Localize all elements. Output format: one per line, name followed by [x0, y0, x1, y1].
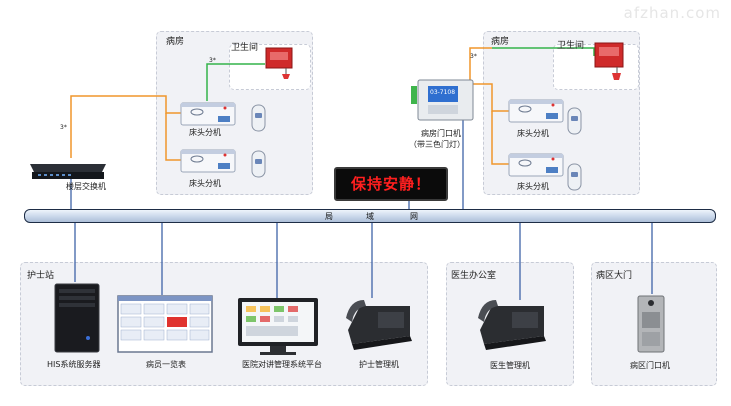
device-label: 医院对讲管理系统平台 [242, 360, 322, 369]
bed-unit-icon [180, 102, 236, 126]
ward-gate-unit-icon [637, 295, 665, 353]
bed-unit-label: 床头分机 [517, 129, 549, 138]
bed-unit-icon [508, 99, 564, 123]
device-label: 医生管理机 [490, 361, 530, 370]
bed-unit-label: 床头分机 [189, 128, 221, 137]
ward-right-bathroom-title: 卫生间 [557, 41, 585, 51]
nurse-console-icon [346, 300, 412, 350]
call-handset-icon [251, 150, 266, 178]
doctor-office-title: 医生办公室 [451, 271, 497, 281]
lan-bus-label-char: 域 [366, 212, 374, 221]
bus-drops [70, 120, 653, 300]
bed-unit-icon [180, 149, 236, 173]
patient-overview-board-icon [117, 295, 213, 353]
device-label: 病员一览表 [146, 360, 186, 369]
ward-gate-title: 病区大门 [596, 271, 633, 281]
green-cable-right [492, 47, 595, 56]
bed-unit-label: 床头分机 [517, 182, 549, 191]
bathroom-pull-switch-icon [594, 42, 624, 80]
lan-bus-label-char: 网 [410, 212, 418, 221]
device-label: 病区门口机 [630, 361, 670, 370]
ward-right-title: 病房 [491, 37, 510, 47]
doctor-console-icon [478, 300, 546, 350]
device-label: HIS系统服务器 [47, 360, 101, 369]
door-unit-sublabel: （带三色门灯） [409, 140, 465, 149]
call-handset-icon [567, 107, 582, 135]
his-server-icon [54, 283, 100, 353]
ward-left-bathroom-title: 卫生间 [231, 43, 259, 53]
call-handset-icon [567, 163, 582, 191]
door-unit-screen-text: 03-7108 [430, 89, 456, 96]
orange-cables-right [469, 47, 509, 165]
bed-unit-icon [508, 153, 564, 177]
orange-cables-left [70, 95, 181, 161]
bed-unit-label: 床头分机 [189, 179, 221, 188]
cable-label: 3* [470, 53, 477, 60]
call-handset-icon [251, 104, 266, 132]
cable-label: 3* [60, 124, 67, 131]
nurse-station-title: 护士站 [27, 271, 55, 281]
device-label: 护士管理机 [359, 360, 399, 369]
lan-bus-label-char: 局 [325, 212, 333, 221]
bathroom-pull-switch-icon [265, 47, 293, 79]
green-cable-left [206, 63, 265, 101]
door-unit-label: 病房门口机 [421, 129, 461, 138]
floor-switch-icon [30, 164, 106, 179]
cable-label: 3* [209, 57, 216, 64]
watermark: afzhan.com [623, 4, 721, 22]
lan-bus [24, 209, 716, 223]
quiet-led-sign: 保持安静！ [334, 167, 448, 201]
floor-switch-label: 楼层交换机 [66, 182, 106, 191]
door-unit-icon [411, 79, 474, 121]
ward-left-title: 病房 [166, 37, 185, 47]
management-platform-monitor-icon [238, 298, 318, 355]
